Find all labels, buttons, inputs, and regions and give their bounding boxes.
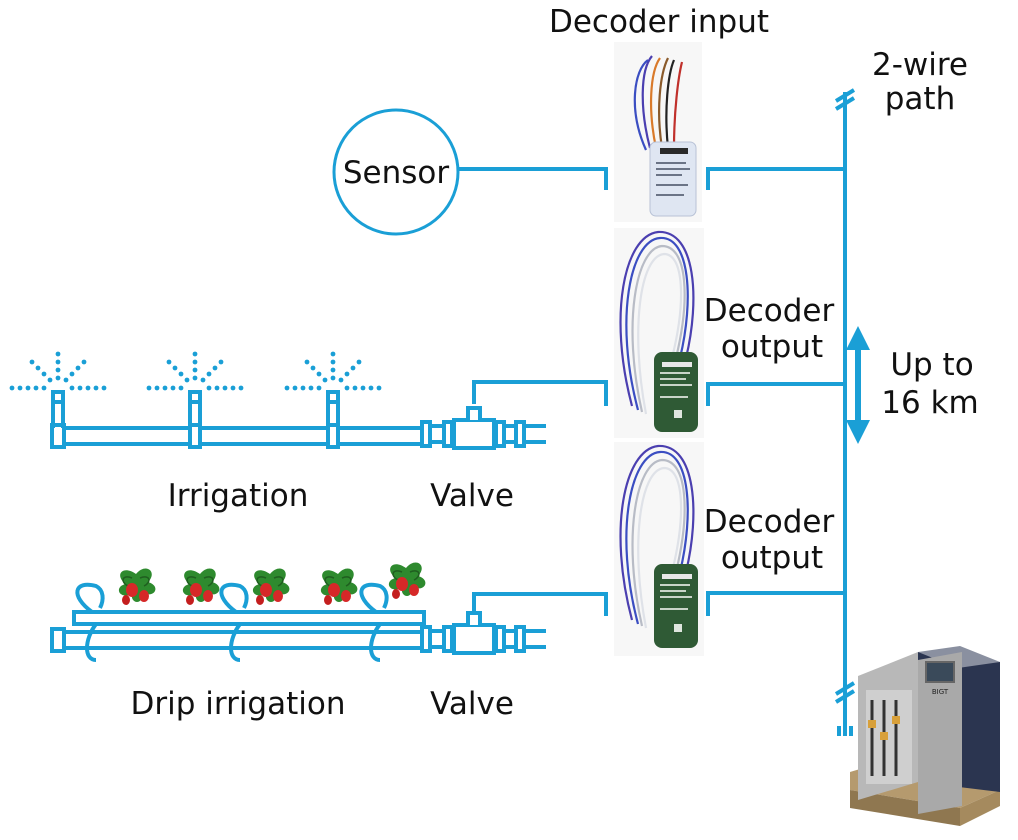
two-wire-label-line2: path bbox=[885, 81, 955, 117]
irrigation-controller-icon: BIGT bbox=[850, 646, 1000, 826]
valve-1-label: Valve bbox=[430, 478, 514, 514]
decoder-input-label: Decoder input bbox=[549, 4, 769, 40]
valve-2-label: Valve bbox=[430, 686, 514, 722]
decoder-output-1-label-line1: Decoder bbox=[704, 293, 835, 329]
strawberry-plant-icon bbox=[252, 567, 291, 606]
irrigation-label: Irrigation bbox=[168, 478, 309, 514]
decoder-output-1-label-line2: output bbox=[721, 329, 823, 365]
range-arrow-icon bbox=[846, 326, 870, 444]
decoder-output-module-1-icon bbox=[614, 228, 704, 438]
decoder-output-2-label-line1: Decoder bbox=[704, 504, 835, 540]
valve-icon bbox=[420, 406, 548, 450]
strawberry-plant-icon bbox=[118, 567, 157, 606]
valve-icon bbox=[420, 611, 548, 655]
decoder-output-module-2-icon bbox=[614, 442, 704, 656]
strawberry-plant-icon bbox=[388, 561, 427, 600]
decoder-input-module-icon bbox=[614, 42, 702, 222]
sensor-circle-icon bbox=[332, 108, 460, 236]
strawberry-plant-icon bbox=[320, 567, 359, 606]
sprinkler-icon bbox=[144, 349, 246, 430]
range-label-line1: Up to bbox=[890, 347, 973, 383]
irrigation-pipe bbox=[50, 423, 424, 449]
sprinkler-icon bbox=[282, 349, 384, 430]
branch-wires bbox=[457, 167, 845, 616]
sprinkler-icon bbox=[7, 349, 109, 430]
controller-brand-mark: BIGT bbox=[932, 688, 949, 696]
drip-irrigation-pipe bbox=[50, 582, 426, 662]
strawberry-plant-icon bbox=[182, 567, 221, 606]
sensor-label: Sensor bbox=[343, 155, 450, 191]
drip-irrigation-label: Drip irrigation bbox=[131, 686, 346, 722]
range-label-line2: 16 km bbox=[881, 385, 978, 421]
decoder-output-2-label-line2: output bbox=[721, 540, 823, 576]
two-wire-path bbox=[834, 88, 856, 736]
two-wire-label-line1: 2-wire bbox=[872, 47, 968, 83]
